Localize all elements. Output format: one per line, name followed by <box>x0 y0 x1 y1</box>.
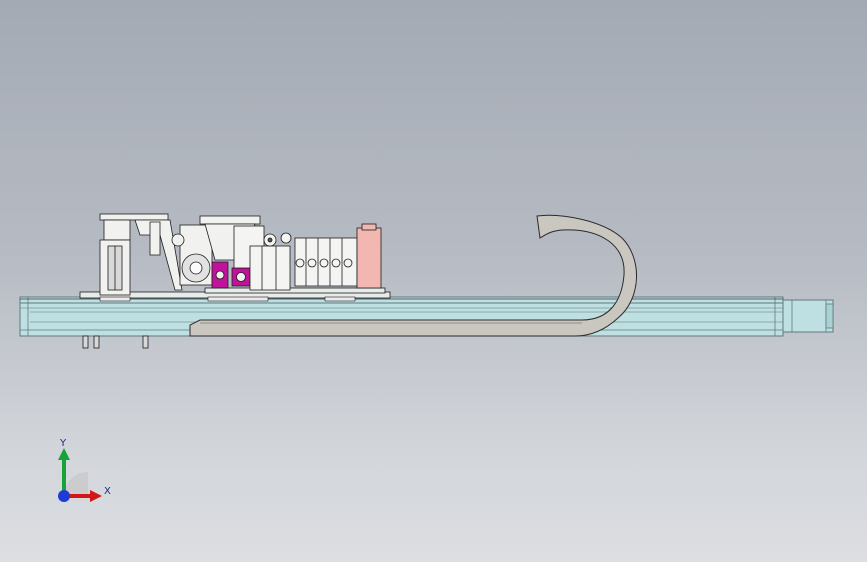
z-axis-origin <box>58 490 70 502</box>
pink-block[interactable] <box>356 223 382 289</box>
coordinate-triad: Y X <box>44 438 124 518</box>
triad-arc <box>64 472 88 496</box>
carriage-plate[interactable] <box>79 287 391 302</box>
y-axis-label: Y <box>60 438 67 449</box>
mounting-bolts <box>82 335 149 349</box>
cylinder-bank[interactable] <box>294 237 358 287</box>
x-axis-arrowhead <box>90 490 102 502</box>
y-axis-arrowhead <box>58 448 70 460</box>
magenta-bracket[interactable] <box>231 267 251 287</box>
left-gripper-tower[interactable] <box>99 213 183 296</box>
cable-drag-chain[interactable] <box>189 214 637 337</box>
triad-graphic <box>58 448 102 502</box>
x-axis-label: X <box>104 486 111 497</box>
valve-block[interactable] <box>233 225 292 291</box>
end-motor[interactable] <box>782 299 834 333</box>
